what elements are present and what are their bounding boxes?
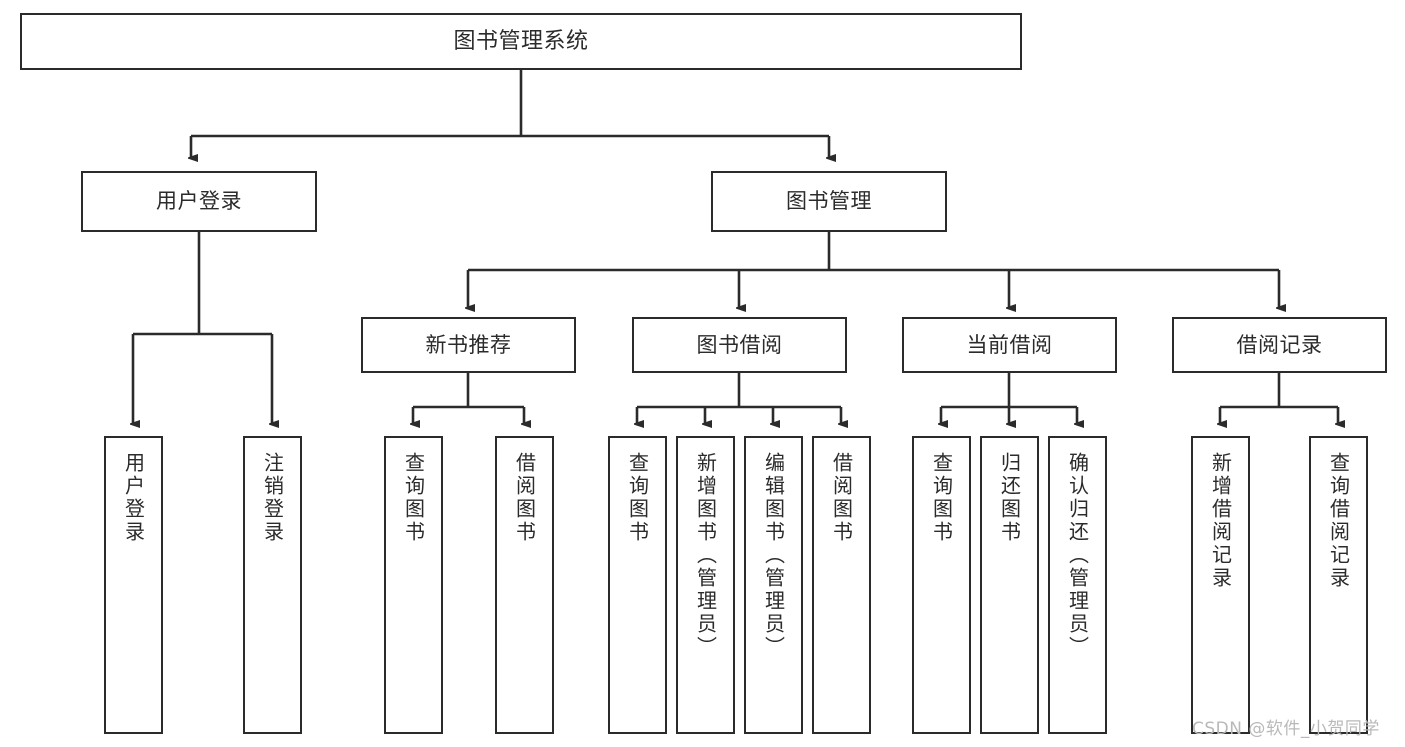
node-user-login[interactable]: 用户登录 xyxy=(81,171,317,232)
node-label: 新增图书（管理员） xyxy=(693,452,718,659)
leaf-record-query-record[interactable]: 查询借阅记录 xyxy=(1309,436,1368,734)
node-label: 查询图书 xyxy=(401,452,426,544)
leaf-borrow-borrow-book[interactable]: 借阅图书 xyxy=(812,436,871,734)
leaf-current-query-book[interactable]: 查询图书 xyxy=(912,436,971,734)
node-root-system[interactable]: 图书管理系统 xyxy=(20,13,1022,70)
node-label: 借阅图书 xyxy=(829,452,854,544)
leaf-recommend-borrow-book[interactable]: 借阅图书 xyxy=(495,436,554,734)
leaf-record-add-record[interactable]: 新增借阅记录 xyxy=(1191,436,1250,734)
node-label: 借阅记录 xyxy=(1236,332,1323,357)
node-label: 用户登录 xyxy=(121,452,146,544)
leaf-current-return-book[interactable]: 归还图书 xyxy=(980,436,1039,734)
node-book-management[interactable]: 图书管理 xyxy=(711,171,947,232)
csdn-watermark: CSDN @软件_小贺同学 xyxy=(1192,719,1380,739)
node-current-borrow[interactable]: 当前借阅 xyxy=(902,317,1117,373)
leaf-recommend-query-book[interactable]: 查询图书 xyxy=(384,436,443,734)
node-label: 借阅图书 xyxy=(512,452,537,544)
node-label: 新增借阅记录 xyxy=(1208,452,1233,590)
leaf-borrow-query-book[interactable]: 查询图书 xyxy=(608,436,667,734)
node-label: 图书管理系统 xyxy=(453,28,589,54)
leaf-user-login-signin[interactable]: 用户登录 xyxy=(104,436,163,734)
leaf-user-login-signout[interactable]: 注销登录 xyxy=(243,436,302,734)
node-label: 查询借阅记录 xyxy=(1326,452,1351,590)
node-label: 当前借阅 xyxy=(966,332,1053,357)
node-label: 注销登录 xyxy=(260,452,285,544)
node-label: 编辑图书（管理员） xyxy=(761,452,786,659)
node-label: 图书借阅 xyxy=(696,332,783,357)
node-label: 新书推荐 xyxy=(425,332,512,357)
node-label: 确认归还（管理员） xyxy=(1065,452,1090,659)
leaf-borrow-edit-book-admin[interactable]: 编辑图书（管理员） xyxy=(744,436,803,734)
node-label: 归还图书 xyxy=(997,452,1022,544)
node-new-book-recommend[interactable]: 新书推荐 xyxy=(361,317,576,373)
leaf-current-confirm-return-admin[interactable]: 确认归还（管理员） xyxy=(1048,436,1107,734)
node-label: 查询图书 xyxy=(929,452,954,544)
node-label: 查询图书 xyxy=(625,452,650,544)
node-borrow-record[interactable]: 借阅记录 xyxy=(1172,317,1387,373)
node-book-borrow[interactable]: 图书借阅 xyxy=(632,317,847,373)
leaf-borrow-add-book-admin[interactable]: 新增图书（管理员） xyxy=(676,436,735,734)
node-label: 图书管理 xyxy=(786,189,872,214)
node-label: 用户登录 xyxy=(156,189,242,214)
